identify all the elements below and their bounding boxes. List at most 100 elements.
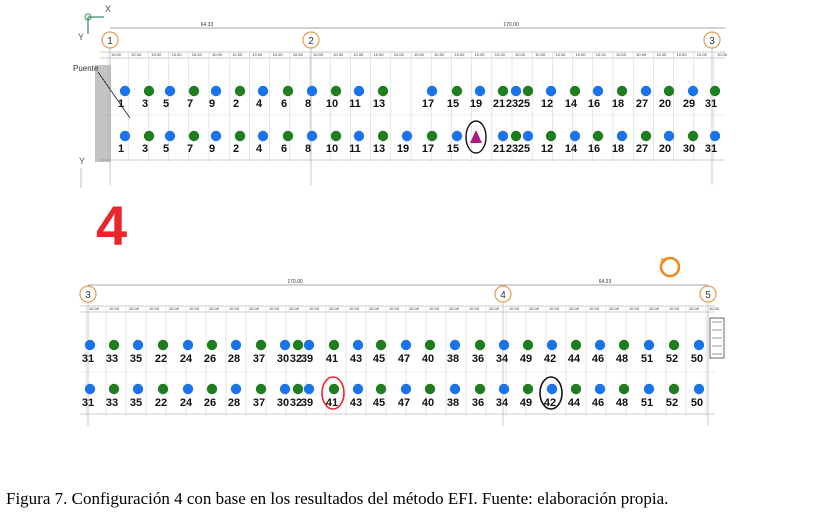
sensor-point: [328, 339, 340, 351]
sensor-point: [594, 383, 606, 395]
bottom-tick-label: 10.00: [649, 306, 660, 311]
bottom-tick-label: 10.00: [549, 306, 560, 311]
sensor-label: 51: [641, 397, 653, 409]
top-tick-label: 10.00: [252, 52, 263, 57]
sensor-label: 27: [636, 98, 648, 110]
bottom-tick-label: 10.00: [129, 306, 140, 311]
sensor-label: 38: [447, 397, 459, 409]
sensor-label: 34: [496, 353, 509, 365]
sensor-point: [693, 339, 705, 351]
bottom-tick-label: 10.00: [669, 306, 680, 311]
sensor-label: 12: [541, 98, 553, 110]
sensor-label: 9: [209, 143, 215, 155]
sensor-label: 4: [256, 98, 263, 110]
sensor-point: [687, 85, 699, 97]
sensor-label: 39: [301, 353, 313, 365]
top-tick-label: 10.00: [717, 52, 728, 57]
sensor-label: 6: [281, 143, 287, 155]
sensor-point: [108, 383, 120, 395]
sensor-label: 32: [290, 397, 302, 409]
sensor-point: [545, 130, 557, 142]
sensor-point: [303, 339, 315, 351]
top-tick-label: 10.00: [333, 52, 344, 57]
bottom-tick-label: 10.00: [109, 306, 120, 311]
figure-caption: Figura 7. Configuración 4 con base en lo…: [6, 489, 669, 508]
source-label: Puente: [73, 64, 99, 73]
sensor-point: [108, 339, 120, 351]
sensor-label: 41: [326, 353, 338, 365]
sensor-point: [709, 130, 721, 142]
sensor-label: 21: [493, 143, 505, 155]
sensor-label: 11: [349, 143, 361, 155]
sensor-label: 20: [659, 143, 671, 155]
sensor-label: 2: [233, 98, 239, 110]
sensor-point: [592, 130, 604, 142]
sensor-label: 19: [397, 143, 409, 155]
top-tick-label: 10.00: [616, 52, 627, 57]
top-tick-label: 10.00: [151, 52, 162, 57]
sensor-label: 40: [422, 353, 434, 365]
source-arrow: [97, 71, 131, 119]
sensor-point: [132, 383, 144, 395]
bottom-tick-label: 10.00: [269, 306, 280, 311]
sensor-point: [709, 85, 721, 97]
sensor-point: [592, 85, 604, 97]
highlight-ring-black: [539, 376, 563, 410]
sensor-point: [292, 383, 304, 395]
sensor-point: [330, 85, 342, 97]
sensor-point: [569, 85, 581, 97]
bottom-axis-marker-label: 3: [85, 290, 91, 301]
sensor-point: [618, 339, 630, 351]
config-number: 4: [96, 194, 128, 257]
sensor-point: [693, 383, 705, 395]
sensor-label: 15: [447, 143, 459, 155]
bottom-tick-label: 10.00: [249, 306, 260, 311]
top-tick-label: 10.00: [596, 52, 607, 57]
sensor-label: 33: [106, 353, 118, 365]
bottom-tick-label: 10.00: [509, 306, 520, 311]
sensor-label: 36: [472, 353, 484, 365]
sensor-point: [497, 130, 509, 142]
origin-marker: [84, 13, 92, 21]
sensor-label: 46: [592, 353, 604, 365]
sensor-label: 26: [204, 397, 216, 409]
sensor-point: [230, 383, 242, 395]
sensor-label: 23: [506, 98, 518, 110]
bottom-axis-marker: [79, 285, 97, 303]
sensor-label: 31: [705, 98, 717, 110]
orange-marker: [659, 256, 681, 278]
sensor-label: 16: [588, 98, 600, 110]
top-tick-label: 10.00: [353, 52, 364, 57]
top-tick-label: 10.00: [131, 52, 142, 57]
sensor-label: 50: [691, 397, 703, 409]
sensor-label: 50: [691, 353, 703, 365]
sensor-label: 4: [256, 143, 263, 155]
sensor-label: 17: [422, 143, 434, 155]
sensor-label: 21: [493, 98, 505, 110]
top-tick-label: 10.00: [394, 52, 405, 57]
sensor-label: 39: [301, 397, 313, 409]
sensor-point: [522, 339, 534, 351]
sensor-point: [668, 339, 680, 351]
origin-x-label: X: [105, 4, 111, 14]
bottom-tick-label: 10.00: [469, 306, 480, 311]
sensor-point: [210, 130, 222, 142]
sensor-point: [668, 383, 680, 395]
sensor-label: 24: [180, 397, 193, 409]
sensor-point: [255, 339, 267, 351]
sensor-point: [182, 339, 194, 351]
sensor-label: 42: [544, 353, 556, 365]
sensor-point: [498, 383, 510, 395]
sensor-label: 28: [228, 353, 240, 365]
sensor-point: [546, 339, 558, 351]
sensor-label: 9: [209, 98, 215, 110]
sensor-point: [143, 130, 155, 142]
sensor-label: 27: [636, 143, 648, 155]
bottom-tick-label: 10.00: [149, 306, 160, 311]
sensor-label: 28: [228, 397, 240, 409]
sensor-point: [616, 130, 628, 142]
sensor-point: [474, 383, 486, 395]
bottom-tick-label: 10.00: [429, 306, 440, 311]
sensor-label: 32: [290, 353, 302, 365]
sensor-label: 22: [155, 353, 167, 365]
